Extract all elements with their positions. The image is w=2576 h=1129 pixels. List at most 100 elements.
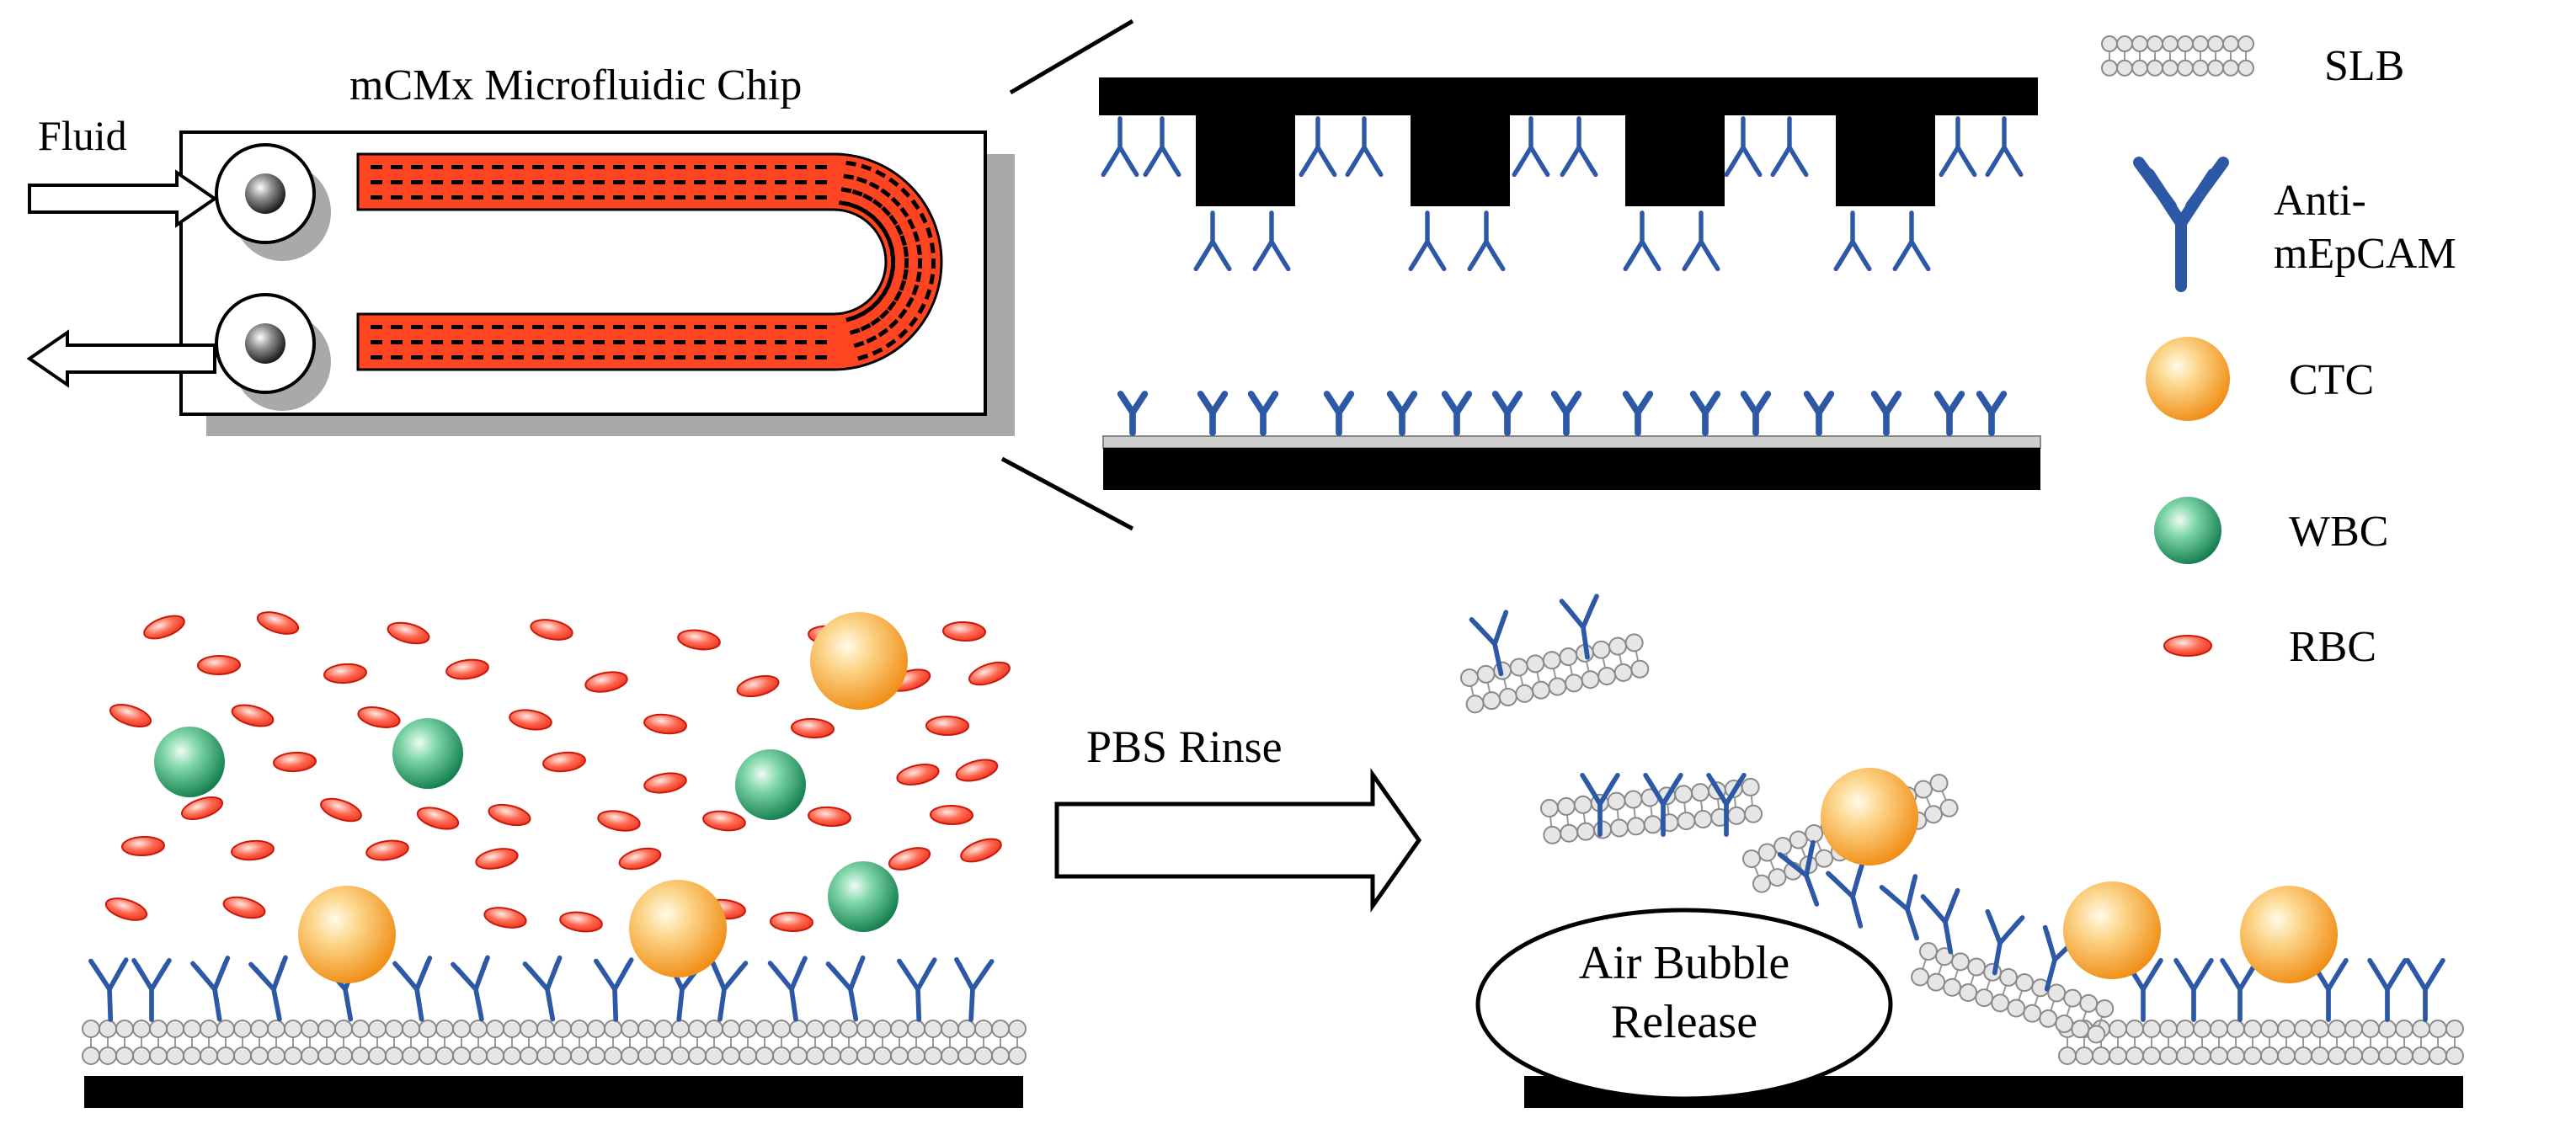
lipid-head — [368, 1046, 387, 1065]
antibody — [1411, 213, 1444, 269]
rbc — [273, 751, 317, 773]
legend-ctc-icon — [2146, 337, 2230, 421]
pillar — [904, 258, 909, 269]
pillar — [714, 355, 726, 359]
antibody — [1938, 394, 1962, 433]
pillar — [431, 165, 443, 169]
pillar — [512, 180, 524, 184]
lipid-head — [402, 1046, 420, 1065]
antibody — [1684, 213, 1718, 269]
lipid-bilayer — [2058, 1020, 2464, 1065]
rbc — [121, 835, 165, 857]
lipid-head — [267, 1020, 285, 1038]
pillar — [451, 165, 463, 169]
lipid-head — [250, 1020, 269, 1038]
pillar — [391, 325, 403, 329]
lipid-head — [2125, 1020, 2144, 1038]
lipid-head — [284, 1020, 302, 1038]
lipid-head — [1556, 796, 1576, 816]
pillar — [795, 180, 807, 184]
pillar — [573, 355, 584, 359]
chip-title: mCMx Microfluidic Chip — [349, 61, 802, 109]
pillar — [593, 355, 605, 359]
rbc — [357, 706, 401, 728]
lipid-head — [621, 1046, 639, 1065]
pillar — [795, 325, 807, 329]
ceiling-pillar-2 — [1411, 114, 1510, 206]
lipid-bilayer-right — [2058, 1020, 2464, 1065]
pillar — [882, 284, 891, 296]
pillar — [492, 180, 504, 184]
lipid-head — [823, 1046, 841, 1065]
lipid-head — [233, 1046, 252, 1065]
pillar — [815, 195, 827, 200]
pillar — [795, 165, 807, 169]
wbc — [392, 718, 463, 789]
lipid-head — [1613, 663, 1633, 682]
bubble-label-1: Air Bubble — [1579, 937, 1789, 989]
lipid-head — [2058, 1046, 2077, 1065]
lipid-head — [772, 1046, 791, 1065]
lipid-head — [2192, 35, 2209, 52]
lipid-head — [2142, 1020, 2161, 1038]
lipid-head — [907, 1046, 925, 1065]
pillar — [890, 196, 901, 207]
pillar — [917, 258, 923, 269]
pillar — [633, 195, 645, 200]
pillar — [653, 165, 665, 169]
legend-rbc-icon — [2163, 635, 2212, 657]
antibody — [1145, 119, 1179, 175]
rbc — [416, 807, 460, 830]
white-blood-cells — [154, 718, 899, 932]
pillar — [552, 325, 564, 329]
lipid-head — [2227, 1046, 2245, 1065]
pillar — [472, 355, 483, 359]
lipid-head — [99, 1020, 117, 1038]
lipid-head — [2207, 35, 2224, 52]
antibody — [1882, 876, 1933, 944]
pillar — [613, 165, 625, 169]
lipid-head — [1929, 774, 1949, 793]
pillar — [411, 180, 423, 184]
ceiling-pillar-1 — [1196, 114, 1295, 206]
lipid-head — [115, 1020, 134, 1038]
antibody — [771, 958, 813, 1021]
lipid-head — [924, 1020, 942, 1038]
lipid-head — [2395, 1020, 2413, 1038]
pillar — [573, 165, 584, 169]
lipid-head — [2328, 1020, 2346, 1038]
pillar — [899, 235, 907, 247]
lipid-head — [435, 1020, 454, 1038]
pillar — [775, 165, 787, 169]
antibodies-left — [91, 957, 992, 1022]
ctc-captured — [298, 886, 396, 983]
lipid-head — [1597, 667, 1617, 686]
lipid-head — [486, 1020, 504, 1038]
lipid-head — [2109, 1046, 2127, 1065]
lipid-bilayer-left — [82, 1020, 1027, 1065]
lipid-head — [2087, 1025, 2106, 1044]
lipid-head — [941, 1046, 959, 1065]
lipid-head — [2177, 35, 2194, 52]
rbc — [109, 703, 152, 728]
pillar — [613, 195, 625, 200]
pillar — [653, 340, 665, 344]
lipid-head — [1630, 659, 1650, 679]
lipid-head — [722, 1046, 740, 1065]
lipid-head — [351, 1046, 370, 1065]
lipid-head — [604, 1020, 622, 1038]
antibody — [1469, 213, 1503, 269]
lipid-head — [2075, 1046, 2093, 1065]
rbc — [618, 847, 662, 871]
lipid-head — [789, 1046, 808, 1065]
lipid-head — [2344, 1020, 2363, 1038]
rbc — [530, 619, 573, 641]
lipid-head — [654, 1020, 673, 1038]
lipid-head — [1465, 695, 1485, 714]
pillar — [775, 325, 787, 329]
pillar — [371, 180, 382, 184]
antibody — [953, 960, 991, 1020]
pillar — [613, 180, 625, 184]
lipid-head — [739, 1020, 757, 1038]
lipid-head — [402, 1020, 420, 1038]
